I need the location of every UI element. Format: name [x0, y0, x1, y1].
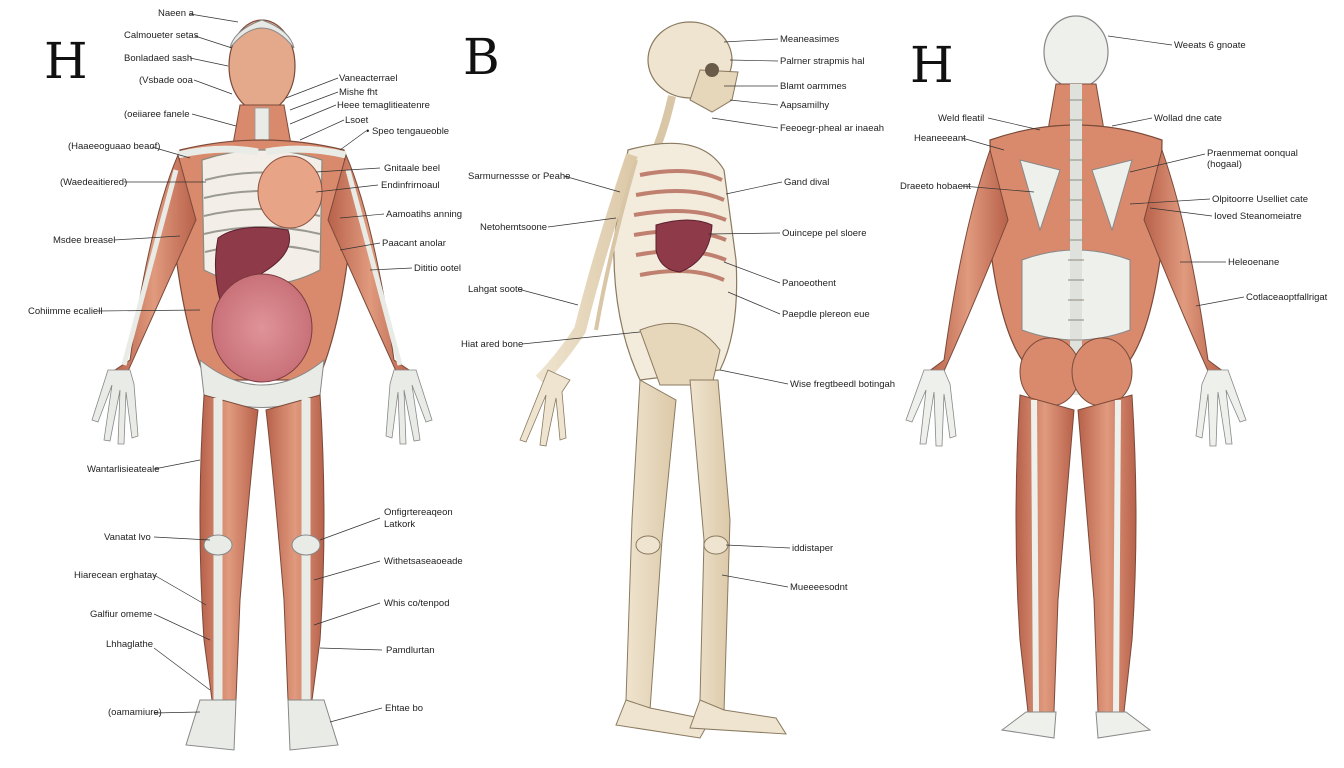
back-label: Weeats 6 gnoate	[1174, 40, 1246, 51]
front-label: Heee temaglitieatenre	[337, 100, 430, 111]
front-label: Vanatat lvo	[104, 532, 151, 543]
front-label: Onfigrtereaqeon	[384, 507, 453, 518]
back-label: Ioved Steanomeiatre	[1214, 211, 1302, 222]
panel-letter-back: H	[910, 36, 954, 94]
side-figure	[519, 21, 787, 739]
back-label: (hogaal)	[1207, 159, 1242, 170]
front-label: Msdee breasel	[53, 235, 116, 246]
front-label: • Speo tengaueoble	[366, 126, 450, 137]
front-label: Aamoatihs anning	[386, 209, 463, 220]
back-figure	[905, 15, 1247, 739]
panel-letter-front: H	[44, 32, 88, 90]
side-label: Hiat ared bone	[461, 339, 524, 350]
front-label: Mishe fht	[339, 87, 378, 98]
front-label: Calmoueter setas	[124, 30, 199, 41]
side-label: Palrner strapmis hal	[780, 56, 865, 67]
side-label: Gand dival	[784, 177, 830, 188]
side-label: Mueeeesodnt	[790, 582, 848, 593]
back-label: Heleoenane	[1228, 257, 1280, 268]
back-label: Weld fleatil	[938, 113, 985, 124]
side-label: Meaneasimes	[780, 34, 840, 45]
back-label: Wollad dne cate	[1154, 113, 1222, 124]
front-figure	[91, 19, 433, 751]
side-label: Panoeothent	[782, 278, 836, 289]
side-label: iddistaper	[792, 543, 834, 554]
front-label: (oeiiaree fanele	[124, 109, 190, 120]
front-label: Lsoet	[345, 115, 369, 126]
side-label: Netohemtsoone	[480, 222, 548, 233]
leader-lines	[97, 13, 1245, 723]
side-label: Wise fregtbeedl botingah	[790, 379, 896, 390]
front-label: Latkork	[384, 519, 416, 530]
back-label: Olpitoorre Uselliet cate	[1212, 194, 1309, 205]
side-label: Lahgat soote	[468, 284, 523, 295]
back-label: Cotlaceaoptfallrigat	[1246, 292, 1328, 303]
back-label: Draeeto hobaent	[900, 181, 971, 192]
front-label: Bonladaed sash	[124, 53, 193, 64]
side-label: Sarmurnessse or Peahe	[468, 171, 571, 182]
front-label: (Waedeaitiered)	[60, 177, 128, 188]
front-label: Dititio ootel	[414, 263, 461, 274]
front-label: Gnitaale beel	[384, 163, 440, 174]
front-label: Endinfrirnoaul	[381, 180, 440, 191]
side-label: Paepdle plereon eue	[782, 309, 870, 320]
front-label: Hiarecean erghatay	[74, 570, 157, 581]
front-label: (oamamiure)	[108, 707, 162, 718]
front-label: Galfiur omeme	[90, 609, 153, 620]
side-label: Aapsamilhy	[780, 100, 830, 111]
front-label: Paacant anolar	[382, 238, 446, 249]
front-label: Ehtae bo	[385, 703, 424, 714]
side-label: Blamt oarmmes	[780, 81, 847, 92]
front-label: Lhhaglathe	[106, 639, 154, 650]
side-label: Feeoegr-pheal ar inaeah	[780, 123, 885, 134]
front-label: Wantarlisieateale	[87, 464, 160, 475]
front-label: Withetsaseaoeade	[384, 556, 463, 567]
front-label: Cohiimme ecaliell	[28, 306, 103, 317]
back-label: Praenmemat oonqual	[1207, 148, 1298, 159]
front-label: Vaneacterrael	[339, 73, 398, 84]
panel-letter-side: B	[463, 28, 500, 86]
front-label: Whis co/tenpod	[384, 598, 450, 609]
side-label: Ouincepe pel sloere	[782, 228, 867, 239]
back-label: Heaneeeant	[914, 133, 966, 144]
front-label: Pamdlurtan	[386, 645, 435, 656]
front-label: Naeen a	[158, 8, 194, 19]
front-label: (Haaeeoguaao beaof)	[68, 141, 161, 152]
front-label: (Vsbade ooa	[139, 75, 193, 86]
